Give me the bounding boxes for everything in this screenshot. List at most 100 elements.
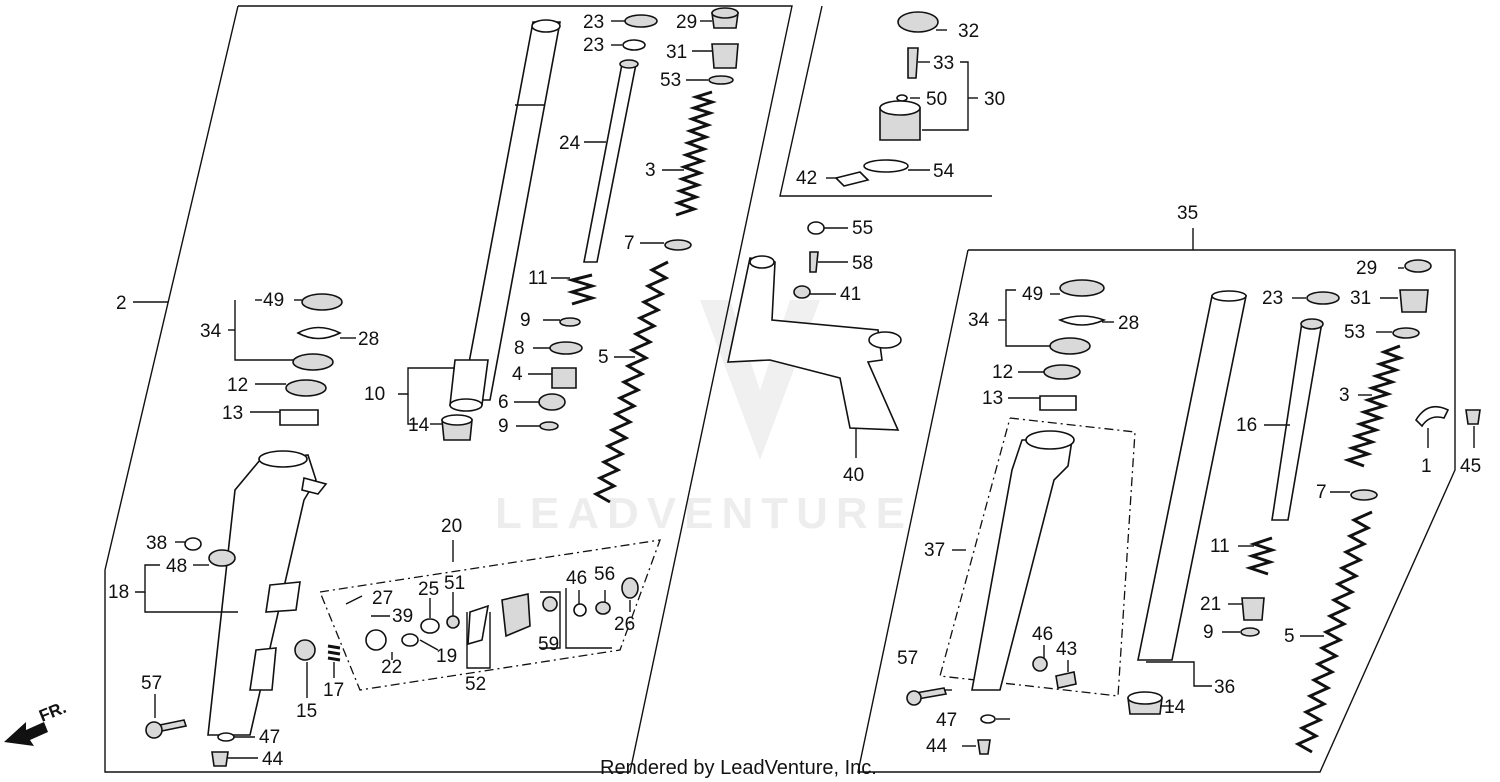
callout-44: 44	[262, 749, 284, 770]
cap-38	[184, 537, 202, 551]
callout-58: 58	[852, 253, 873, 274]
inner-tube-right	[1137, 295, 1247, 661]
callout-38: 38	[146, 533, 167, 554]
callout-29: 29	[1356, 258, 1377, 279]
callout-26: 26	[614, 614, 635, 635]
cap-detail-panel	[779, 5, 992, 197]
washer-7	[664, 239, 692, 251]
callout-47: 47	[936, 710, 957, 731]
callout-25: 25	[418, 579, 439, 600]
inner-fork-tube	[449, 19, 561, 412]
callout-12: 12	[992, 362, 1013, 383]
callout-28: 28	[358, 329, 379, 350]
callout-37: 37	[924, 540, 945, 561]
callout-15: 15	[296, 701, 317, 722]
callout-51: 51	[444, 573, 465, 594]
clip-28	[296, 326, 342, 340]
piece-51	[446, 615, 460, 629]
callout-33: 33	[933, 53, 954, 74]
piece-4	[551, 367, 577, 389]
screw-33	[907, 47, 919, 79]
callout-13: 13	[222, 403, 243, 424]
callout-40: 40	[843, 465, 864, 486]
nut-15	[294, 639, 316, 661]
seat-8	[549, 341, 583, 355]
callout-55: 55	[852, 218, 873, 239]
callout-54: 54	[933, 161, 955, 182]
callout-24: 24	[559, 133, 581, 154]
callout-18: 18	[108, 582, 129, 603]
callout-35: 35	[1177, 203, 1198, 224]
piece-22	[365, 629, 387, 651]
callout-3: 3	[645, 160, 656, 181]
left-fork-panel	[104, 5, 793, 773]
seal-49	[301, 293, 343, 311]
callout-9: 9	[520, 310, 531, 331]
callout-11: 11	[528, 268, 548, 289]
callout-47: 47	[259, 727, 280, 748]
callout-31: 31	[666, 42, 687, 63]
callout-56: 56	[594, 564, 615, 585]
callout-14: 14	[408, 415, 430, 436]
cap-48	[208, 549, 236, 567]
callout-30: 30	[984, 89, 1005, 110]
washer-23b	[622, 39, 646, 51]
caliper-group-box	[319, 539, 661, 691]
nut-41	[793, 285, 811, 299]
callout-2: 2	[116, 293, 127, 314]
callout-23: 23	[1262, 288, 1283, 309]
callout-21: 21	[1200, 594, 1221, 615]
callout-41: 41	[840, 284, 861, 305]
fork-spring-short	[673, 90, 717, 217]
callout-36: 36	[1214, 677, 1235, 698]
callout-labels: 23 23 29 31 53 24 3 7 11 9 8 4 6 9 5 10 …	[108, 12, 1481, 770]
lower-slider	[207, 450, 328, 736]
callout-1: 1	[1421, 456, 1432, 477]
cap-55	[807, 221, 825, 235]
callout-23: 23	[583, 12, 604, 33]
oring-53	[708, 75, 734, 85]
callout-34: 34	[200, 321, 222, 342]
callout-49: 49	[1022, 284, 1043, 305]
callout-3: 3	[1339, 385, 1350, 406]
callout-6: 6	[498, 392, 509, 413]
callout-53: 53	[660, 70, 681, 91]
caliper-body	[501, 593, 531, 638]
callout-22: 22	[381, 657, 402, 678]
callout-42: 42	[796, 168, 817, 189]
piece-52	[467, 604, 490, 646]
callout-57: 57	[897, 648, 918, 669]
ring-12	[285, 379, 327, 397]
callout-11: 11	[1210, 536, 1230, 557]
bolt-31	[711, 43, 739, 69]
seal-49b	[1059, 279, 1105, 297]
callout-20: 20	[441, 516, 462, 537]
spring-17	[327, 644, 341, 662]
callout-12: 12	[227, 375, 248, 396]
rebound-spring	[566, 273, 598, 306]
callout-57: 57	[141, 673, 162, 694]
callout-5: 5	[1284, 626, 1295, 647]
fork-spring-long	[592, 260, 670, 504]
washer-23	[624, 14, 658, 28]
fork-bridge	[727, 221, 902, 431]
svg-text:LEADVENTURE: LEADVENTURE	[495, 489, 913, 538]
oring-54	[863, 159, 909, 173]
callout-16: 16	[1236, 415, 1257, 436]
cap-32	[897, 11, 939, 33]
callout-7: 7	[1316, 482, 1327, 503]
callout-27: 27	[372, 588, 393, 609]
callout-10: 10	[364, 384, 385, 405]
callout-13: 13	[982, 388, 1003, 409]
damper-rod	[583, 59, 639, 263]
piece-25	[420, 618, 440, 634]
callout-50: 50	[926, 89, 947, 110]
callout-52: 52	[465, 674, 486, 695]
callout-29: 29	[676, 12, 697, 33]
callout-4: 4	[512, 364, 523, 385]
callout-31: 31	[1350, 288, 1371, 309]
bolt-58	[809, 251, 819, 273]
callout-43: 43	[1056, 639, 1077, 660]
bushing-13	[279, 409, 319, 426]
washer-47	[217, 732, 235, 742]
